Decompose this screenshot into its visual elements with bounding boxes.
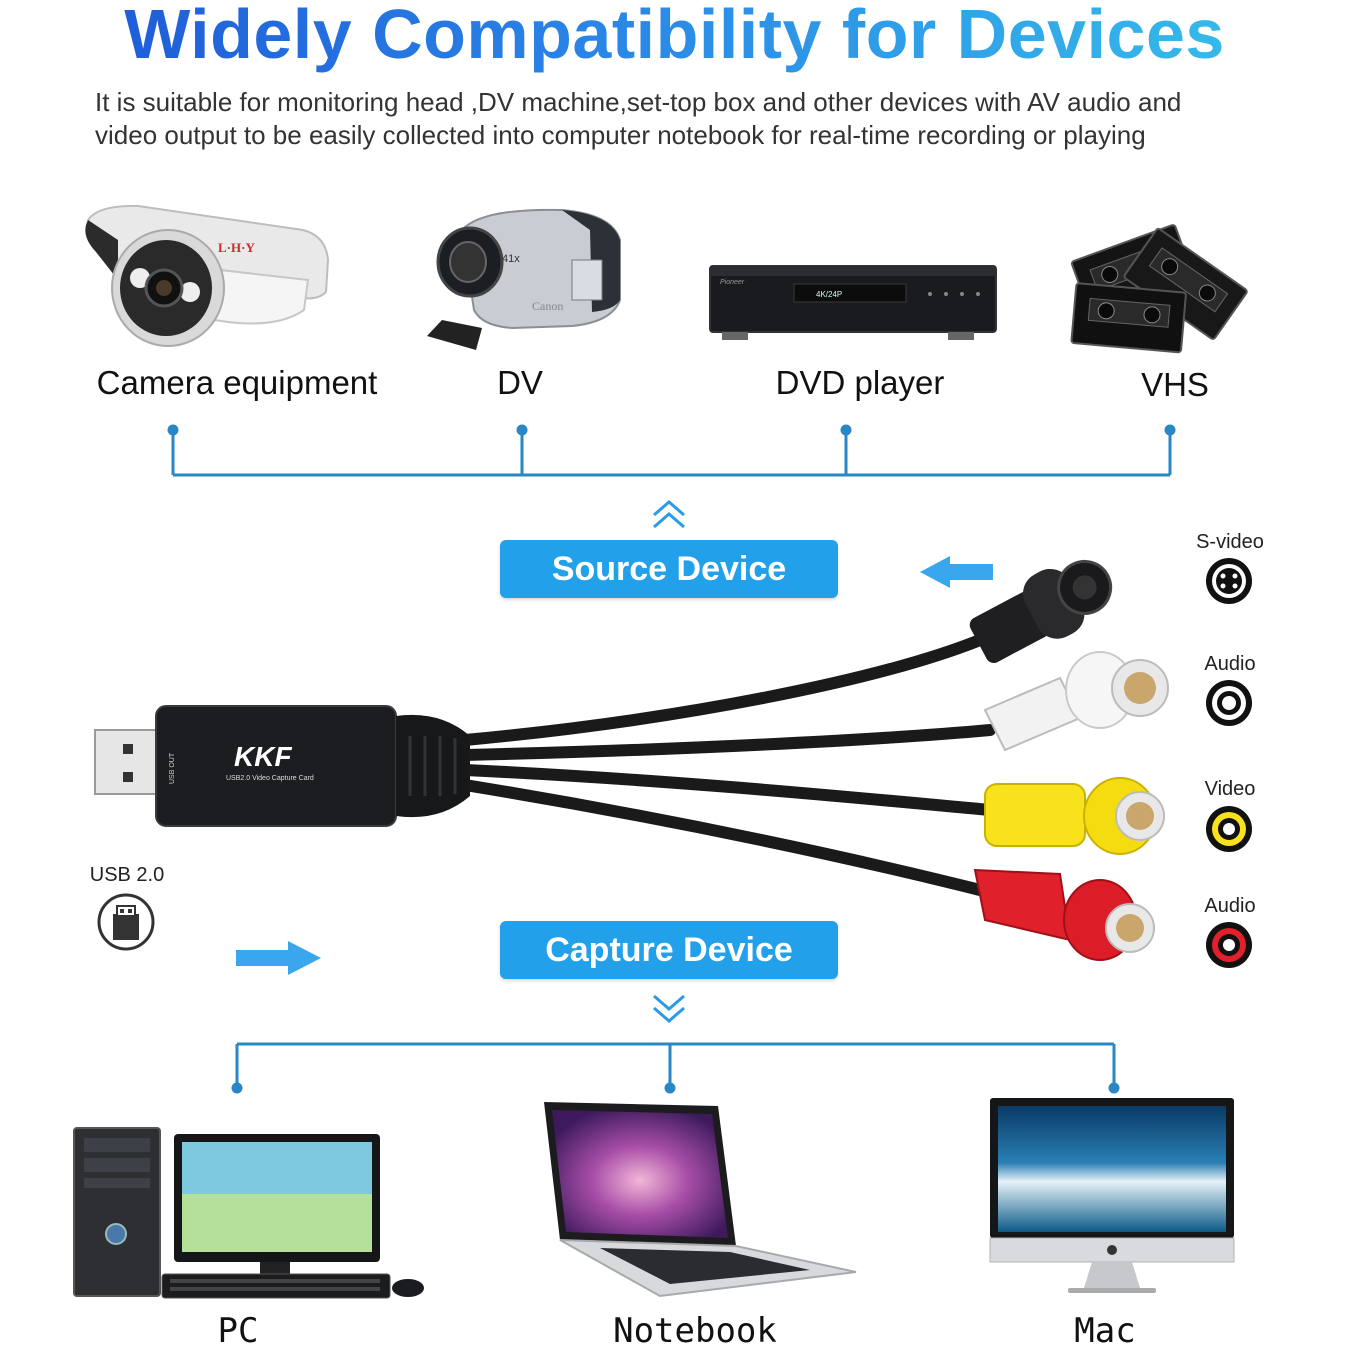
source-connector-lines — [0, 0, 1349, 520]
device-label-camera: Camera equipment — [96, 364, 378, 401]
camera-brand: L·H·Y — [218, 240, 255, 255]
port-label-video: Video — [1204, 778, 1256, 800]
port-label-audio-white: Audio — [1204, 653, 1256, 675]
usb-side-text: USB OUT — [169, 752, 176, 784]
page-subtitle: It is suitable for monitoring head ,DV m… — [95, 86, 1315, 152]
dvd-display: 4K/24P — [816, 290, 842, 299]
subtitle-line-1: It is suitable for monitoring head ,DV m… — [95, 87, 1182, 117]
capture-device-button[interactable]: Capture Device — [500, 921, 838, 979]
vhs-tapes-icon — [1064, 205, 1249, 363]
desktop-pc-icon — [70, 1124, 430, 1304]
security-camera-icon: L·H·Y — [78, 200, 333, 360]
camcorder-brand: Canon — [532, 299, 563, 313]
computer-label-mac: Mac — [1074, 1311, 1136, 1351]
device-label-vhs: VHS — [1141, 366, 1209, 403]
computer-label-notebook: Notebook — [613, 1311, 777, 1351]
usb-product: USB2.0 Video Capture Card — [226, 775, 314, 782]
port-label-svideo: S-video — [1196, 531, 1264, 553]
audio-white-port-icon — [1204, 678, 1254, 728]
dvd-brand: Pioneer — [720, 279, 745, 286]
imac-icon — [988, 1096, 1238, 1296]
camcorder-icon: 41x Canon — [422, 200, 627, 358]
capture-cable-illustration: KKF USB2.0 Video Capture Card USB OUT — [80, 540, 1190, 980]
audio-red-port-icon — [1204, 920, 1254, 970]
page-title: Widely Compatibility for Devices — [0, 0, 1349, 74]
usb-port-icon — [96, 892, 156, 952]
device-label-dv: DV — [497, 364, 543, 401]
source-device-button[interactable]: Source Device — [500, 540, 838, 598]
subtitle-line-2: video output to be easily collected into… — [95, 120, 1146, 150]
port-label-audio-red: Audio — [1204, 895, 1256, 917]
arrow-left-icon — [920, 554, 994, 590]
laptop-icon — [540, 1100, 860, 1300]
usb-label: USB 2.0 — [89, 864, 165, 886]
camcorder-zoom: 41x — [502, 253, 520, 265]
computer-label-pc: PC — [217, 1311, 259, 1351]
arrow-right-icon — [236, 939, 322, 977]
svideo-port-icon — [1204, 556, 1254, 606]
capture-connector-lines — [0, 1020, 1349, 1100]
device-label-dvd: DVD player — [775, 364, 945, 401]
usb-brand: KKF — [234, 741, 292, 772]
chevron-up-icon — [650, 497, 688, 531]
dvd-player-icon: 4K/24P Pioneer — [708, 262, 998, 346]
chevron-down-icon — [650, 992, 688, 1026]
video-yellow-port-icon — [1204, 804, 1254, 854]
